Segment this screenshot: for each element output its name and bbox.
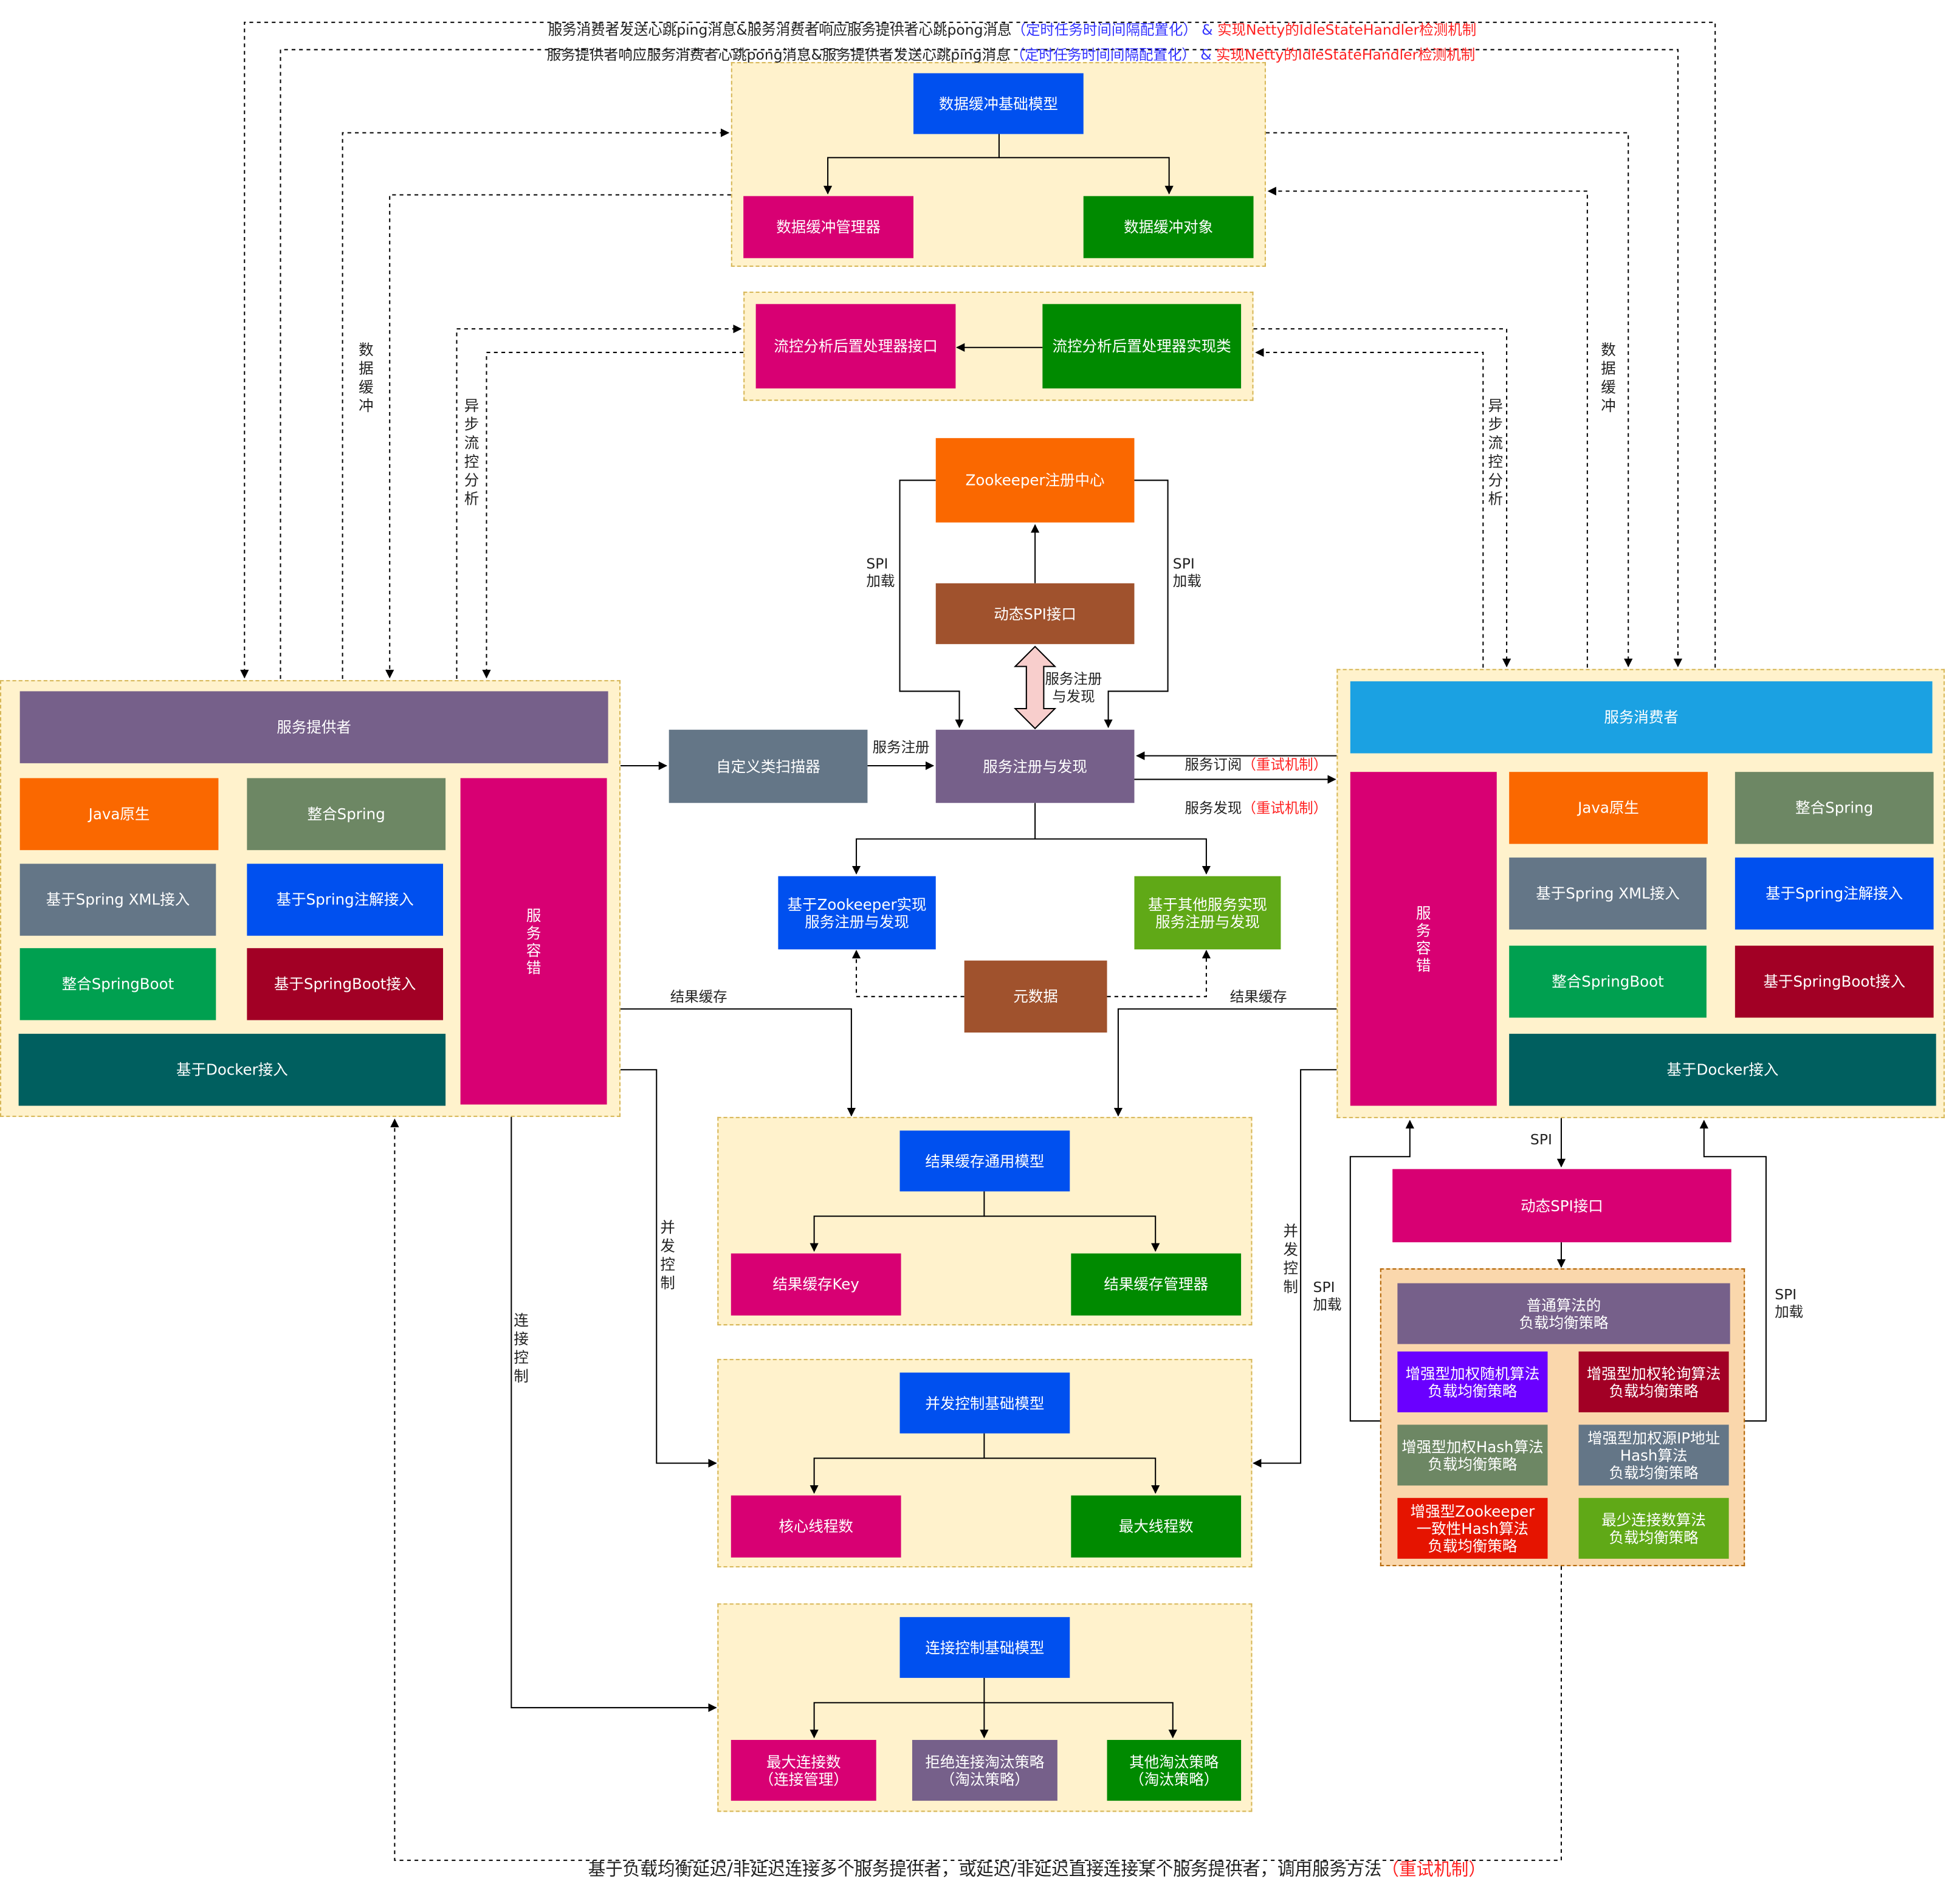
spi-load-label-lb-left: SPI 加载 (1313, 1278, 1342, 1313)
normal-loadbalance: 普通算法的 负载均衡策略 (1397, 1283, 1730, 1344)
result-cache-label-left: 结果缓存 (670, 988, 727, 1006)
zookeeper-registry: Zookeeper注册中心 (935, 438, 1135, 523)
consumer-title: 服务消费者 (1350, 681, 1933, 754)
registry-dynamic-spi: 动态SPI接口 (935, 583, 1135, 644)
footer-label: 基于负载均衡延迟/非延迟连接多个服务提供者，或延迟/非延迟直接连接某个服务提供者… (588, 1860, 1486, 1880)
weighted-roundrobin-strategy: 增强型加权轮询算法 负载均衡策略 (1578, 1351, 1729, 1412)
custom-class-scanner: 自定义类扫描器 (669, 729, 868, 803)
data-buffer-manager: 数据缓冲管理器 (743, 196, 913, 258)
concurrency-model: 并发控制基础模型 (899, 1372, 1070, 1434)
provider-java-native: Java原生 (19, 778, 219, 850)
consumer-spring: 整合Spring (1735, 772, 1934, 844)
loadbalance-dynamic-spi: 动态SPI接口 (1392, 1169, 1731, 1243)
service-register-label: 服务注册 (872, 738, 930, 756)
service-discovery: 服务注册与发现 (935, 729, 1135, 803)
connection-label: 连 接 控 制 (514, 1311, 529, 1385)
data-buffer-label-right: 数 据 缓 冲 (1601, 341, 1616, 415)
concurrency-label-right: 并 发 控 制 (1283, 1222, 1299, 1296)
result-cache-label-right: 结果缓存 (1229, 988, 1287, 1006)
consumer-springboot-access: 基于SpringBoot接入 (1735, 946, 1934, 1018)
data-buffer-model: 数据缓冲基础模型 (913, 73, 1084, 134)
result-cache-model: 结果缓存通用模型 (899, 1130, 1070, 1192)
result-cache-key: 结果缓存Key (731, 1253, 901, 1316)
register-discover-double-arrow (1013, 645, 1057, 730)
flow-control-interface: 流控分析后置处理器接口 (755, 304, 956, 389)
heartbeat-provider-label: 服务提供者响应服务消费者心跳pong消息&服务提供者发送心跳ping消息（定时任… (546, 46, 1476, 64)
weighted-source-ip-hash-strategy: 增强型加权源IP地址 Hash算法 负载均衡策略 (1578, 1425, 1729, 1486)
max-thread-count: 最大线程数 (1071, 1495, 1242, 1558)
discover-label: 服务发现（重试机制） (1184, 799, 1328, 817)
consumer-fault-tolerance: 服 务 容 错 (1350, 772, 1497, 1106)
provider-spring-annotation: 基于Spring注解接入 (247, 864, 444, 936)
provider-springboot: 整合SpringBoot (19, 948, 216, 1020)
spi-load-label-lb-right: SPI 加载 (1775, 1285, 1804, 1321)
core-thread-count: 核心线程数 (731, 1495, 901, 1558)
max-connections: 最大连接数 （连接管理） (731, 1740, 876, 1801)
weighted-random-strategy: 增强型加权随机算法 负载均衡策略 (1397, 1351, 1548, 1412)
spi-label: SPI (1530, 1130, 1552, 1148)
async-flow-label-left: 异 步 流 控 分 析 (464, 397, 480, 508)
result-cache-manager: 结果缓存管理器 (1071, 1253, 1242, 1316)
connection-model: 连接控制基础模型 (899, 1617, 1070, 1678)
provider-docker: 基于Docker接入 (18, 1034, 446, 1106)
data-buffer-label-left: 数 据 缓 冲 (359, 341, 374, 415)
metadata: 元数据 (964, 960, 1107, 1033)
provider-springboot-access: 基于SpringBoot接入 (247, 948, 444, 1020)
other-eviction-strategy: 其他淘汰策略 （淘汰策略） (1107, 1740, 1242, 1801)
consumer-spring-annotation: 基于Spring注解接入 (1735, 857, 1934, 930)
weighted-hash-strategy: 增强型加权Hash算法 负载均衡策略 (1397, 1425, 1548, 1486)
provider-fault-tolerance: 服 务 容 错 (460, 778, 607, 1105)
consumer-springboot: 整合SpringBoot (1509, 946, 1707, 1018)
consumer-java-native: Java原生 (1509, 772, 1708, 844)
zookeeper-discovery-impl: 基于Zookeeper实现 服务注册与发现 (778, 876, 936, 950)
provider-title: 服务提供者 (19, 691, 608, 763)
zookeeper-consistent-hash-strategy: 增强型Zookeeper 一致性Hash算法 负载均衡策略 (1397, 1497, 1548, 1559)
subscribe-label: 服务订阅（重试机制） (1184, 755, 1328, 774)
data-buffer-object: 数据缓冲对象 (1083, 196, 1254, 258)
flow-control-impl: 流控分析后置处理器实现类 (1042, 304, 1242, 389)
least-connections-strategy: 最少连接数算法 负载均衡策略 (1578, 1497, 1729, 1559)
consumer-docker: 基于Docker接入 (1509, 1034, 1936, 1106)
other-discovery-impl: 基于其他服务实现 服务注册与发现 (1134, 876, 1281, 950)
register-discover-label: 服务注册 与发现 (1045, 670, 1102, 705)
consumer-spring-xml: 基于Spring XML接入 (1509, 857, 1707, 930)
spi-load-label-left: SPI 加载 (866, 554, 895, 589)
async-flow-label-right: 异 步 流 控 分 析 (1488, 397, 1503, 508)
provider-spring: 整合Spring (247, 778, 446, 850)
reject-eviction-strategy: 拒绝连接淘汰策略 （淘汰策略） (912, 1740, 1057, 1801)
spi-load-label-right: SPI 加载 (1172, 554, 1202, 589)
provider-spring-xml: 基于Spring XML接入 (19, 864, 216, 936)
heartbeat-consumer-label: 服务消费者发送心跳ping消息&服务消费者响应服务提供者心跳pong消息（定时任… (548, 21, 1477, 39)
concurrency-label-left: 并 发 控 制 (660, 1218, 675, 1292)
